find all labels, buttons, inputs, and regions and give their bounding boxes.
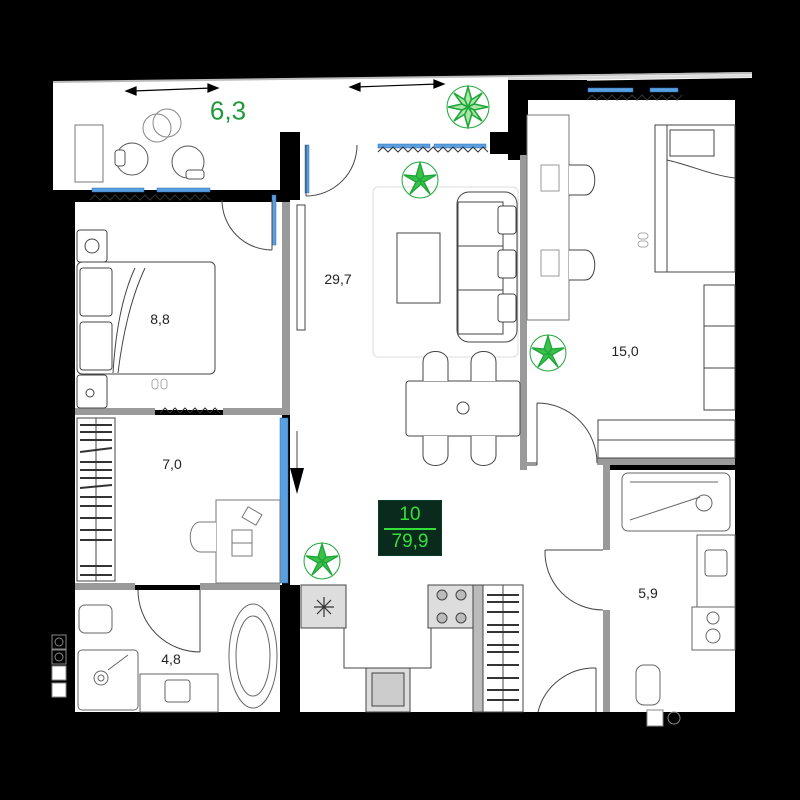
room-area-label-bedroom-large: 15,0 (611, 343, 639, 359)
room-area-label-living-kitchen: 29,7 (324, 271, 352, 287)
bathroom-left-fixtures (77, 603, 278, 713)
room-area-label-bathroom-right: 5,9 (638, 585, 658, 601)
toilet-icon (78, 604, 113, 634)
badge-divider (384, 527, 436, 530)
stove-icon (427, 584, 474, 629)
apartment-badge: 10 79,9 (378, 500, 442, 556)
sliding-arrow-icon (124, 79, 446, 96)
armchair-icon (114, 142, 205, 180)
plant-icon (446, 84, 490, 130)
bedroom-large-furniture (526, 114, 736, 459)
living-room-furniture (296, 186, 521, 466)
room-area-label-wardrobe-study: 7,0 (162, 456, 182, 472)
coffee-table-icon (396, 232, 441, 304)
room-area-label-bedroom-small: 8,8 (150, 311, 170, 327)
snowflake-icon (314, 597, 334, 617)
curtains (89, 94, 683, 414)
closet-icon (597, 419, 736, 459)
bathroom-right-fixtures (621, 472, 736, 706)
utility-icons (51, 634, 681, 727)
plant-icon (401, 160, 439, 199)
apartment-total-area: 79,9 (391, 530, 429, 552)
double-bed-icon (76, 229, 216, 409)
room-area-label-bathroom-left: 4,8 (161, 651, 181, 667)
kitchen (300, 584, 524, 713)
doors[interactable] (136, 144, 604, 713)
toilet-icon (635, 664, 661, 706)
wardrobe-icon (76, 417, 116, 582)
slippers-icon (151, 378, 168, 390)
tv-icon (296, 204, 306, 331)
plant-icon (529, 333, 567, 372)
balcony-area-label: 6,3 (209, 95, 247, 126)
apartment-number: 10 (399, 503, 421, 525)
desk-icon (526, 114, 570, 321)
slippers-icon (637, 232, 649, 248)
entrance-arrow-icon (290, 431, 304, 494)
dresser-icon (703, 284, 736, 411)
plant-icon (303, 541, 341, 580)
desk-icon (189, 499, 281, 584)
sink-icon (696, 534, 736, 608)
partition-walls (75, 155, 735, 712)
bathtub-icon (621, 472, 731, 532)
